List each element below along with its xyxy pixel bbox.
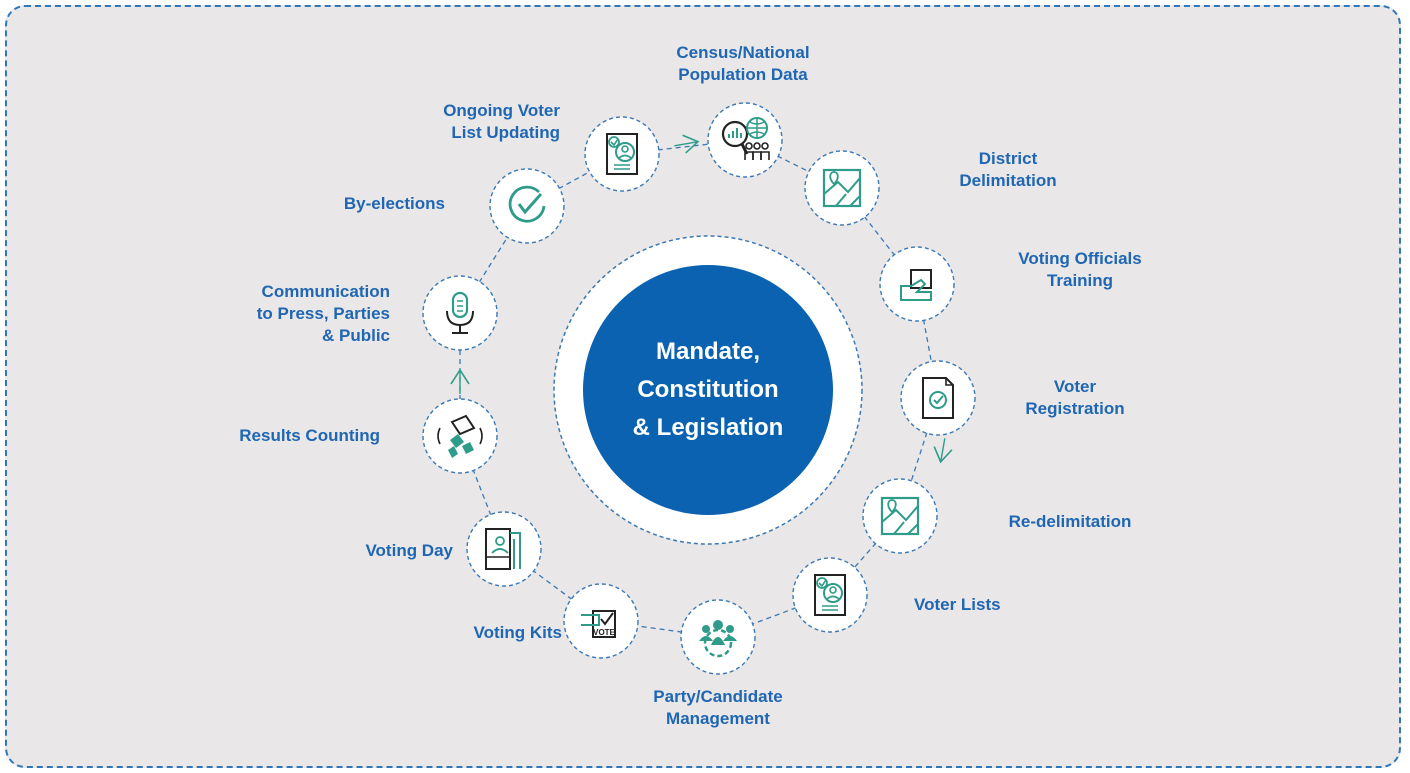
voter-list-icon: [606, 133, 638, 175]
check-badge-icon: [508, 185, 546, 223]
node-district-delimitation: [804, 150, 880, 226]
label-voting-kits: Voting Kits: [473, 623, 562, 642]
label-results-counting: Results Counting: [239, 426, 380, 445]
node-voting-kits: VOTE: [563, 583, 639, 659]
hand-ballot-icon: [900, 269, 932, 301]
center-label: Mandate, Constitution & Legislation: [632, 338, 784, 441]
node-circle: [879, 246, 955, 322]
arrow-chevron-right: [933, 438, 953, 464]
microphone-icon: [446, 291, 474, 334]
node-voting-officials-training: [879, 246, 955, 322]
document-check-icon: [922, 377, 954, 419]
svg-text:VOTE: VOTE: [593, 628, 615, 637]
label-voting-officials-training: Voting Officials Training: [1018, 249, 1142, 290]
label-ongoing-voter-list-updating: Ongoing Voter List Updating: [443, 101, 560, 142]
label-communication: Communication to Press, Parties & Public: [256, 282, 390, 345]
arrow-chevron-top: [674, 134, 700, 154]
node-ongoing-voter-list-updating: [584, 116, 660, 192]
node-circle: [804, 150, 880, 226]
node-voting-day: [466, 511, 542, 587]
ballot-box-vote-icon: VOTE: [581, 610, 616, 638]
node-results-counting: [422, 398, 498, 474]
node-census: [707, 102, 783, 178]
node-circles: VOTE: [422, 102, 976, 675]
node-circle: [489, 168, 565, 244]
label-voter-registration: Voter Registration: [1025, 377, 1125, 418]
label-party-candidate-management: Party/Candidate Management: [653, 687, 783, 728]
map-icon: [822, 168, 862, 208]
center-hub: [553, 235, 863, 545]
people-gear-icon: [699, 620, 737, 658]
node-circle: [422, 398, 498, 474]
ballot-count-icon: [437, 414, 483, 458]
label-by-elections: By-elections: [343, 194, 445, 213]
voter-list-icon: [814, 574, 846, 616]
label-voter-lists: Voter Lists: [914, 595, 1001, 614]
node-by-elections: [489, 168, 565, 244]
center-disc: [583, 265, 833, 515]
arrow-chevron-left: [450, 368, 470, 394]
label-voting-day: Voting Day: [365, 541, 453, 560]
node-re-delimitation: [862, 478, 938, 554]
node-circle: [584, 116, 660, 192]
arrows: [450, 134, 953, 464]
node-voter-lists: [792, 557, 868, 633]
label-re-delimitation: Re-delimitation: [1008, 512, 1132, 531]
voting-booth-icon: [485, 528, 521, 570]
node-circle: [792, 557, 868, 633]
node-voter-registration: [900, 360, 976, 436]
node-communication: [422, 275, 498, 351]
node-circle: [563, 583, 639, 659]
node-circle: [862, 478, 938, 554]
node-circle: [900, 360, 976, 436]
label-district-delimitation: District Delimitation: [959, 149, 1057, 190]
map-icon: [880, 496, 920, 536]
node-party-candidate-management: [680, 599, 756, 675]
node-circle: [422, 275, 498, 351]
census-data-icon: [721, 117, 770, 160]
label-census: Census/National Population Data: [676, 43, 810, 84]
